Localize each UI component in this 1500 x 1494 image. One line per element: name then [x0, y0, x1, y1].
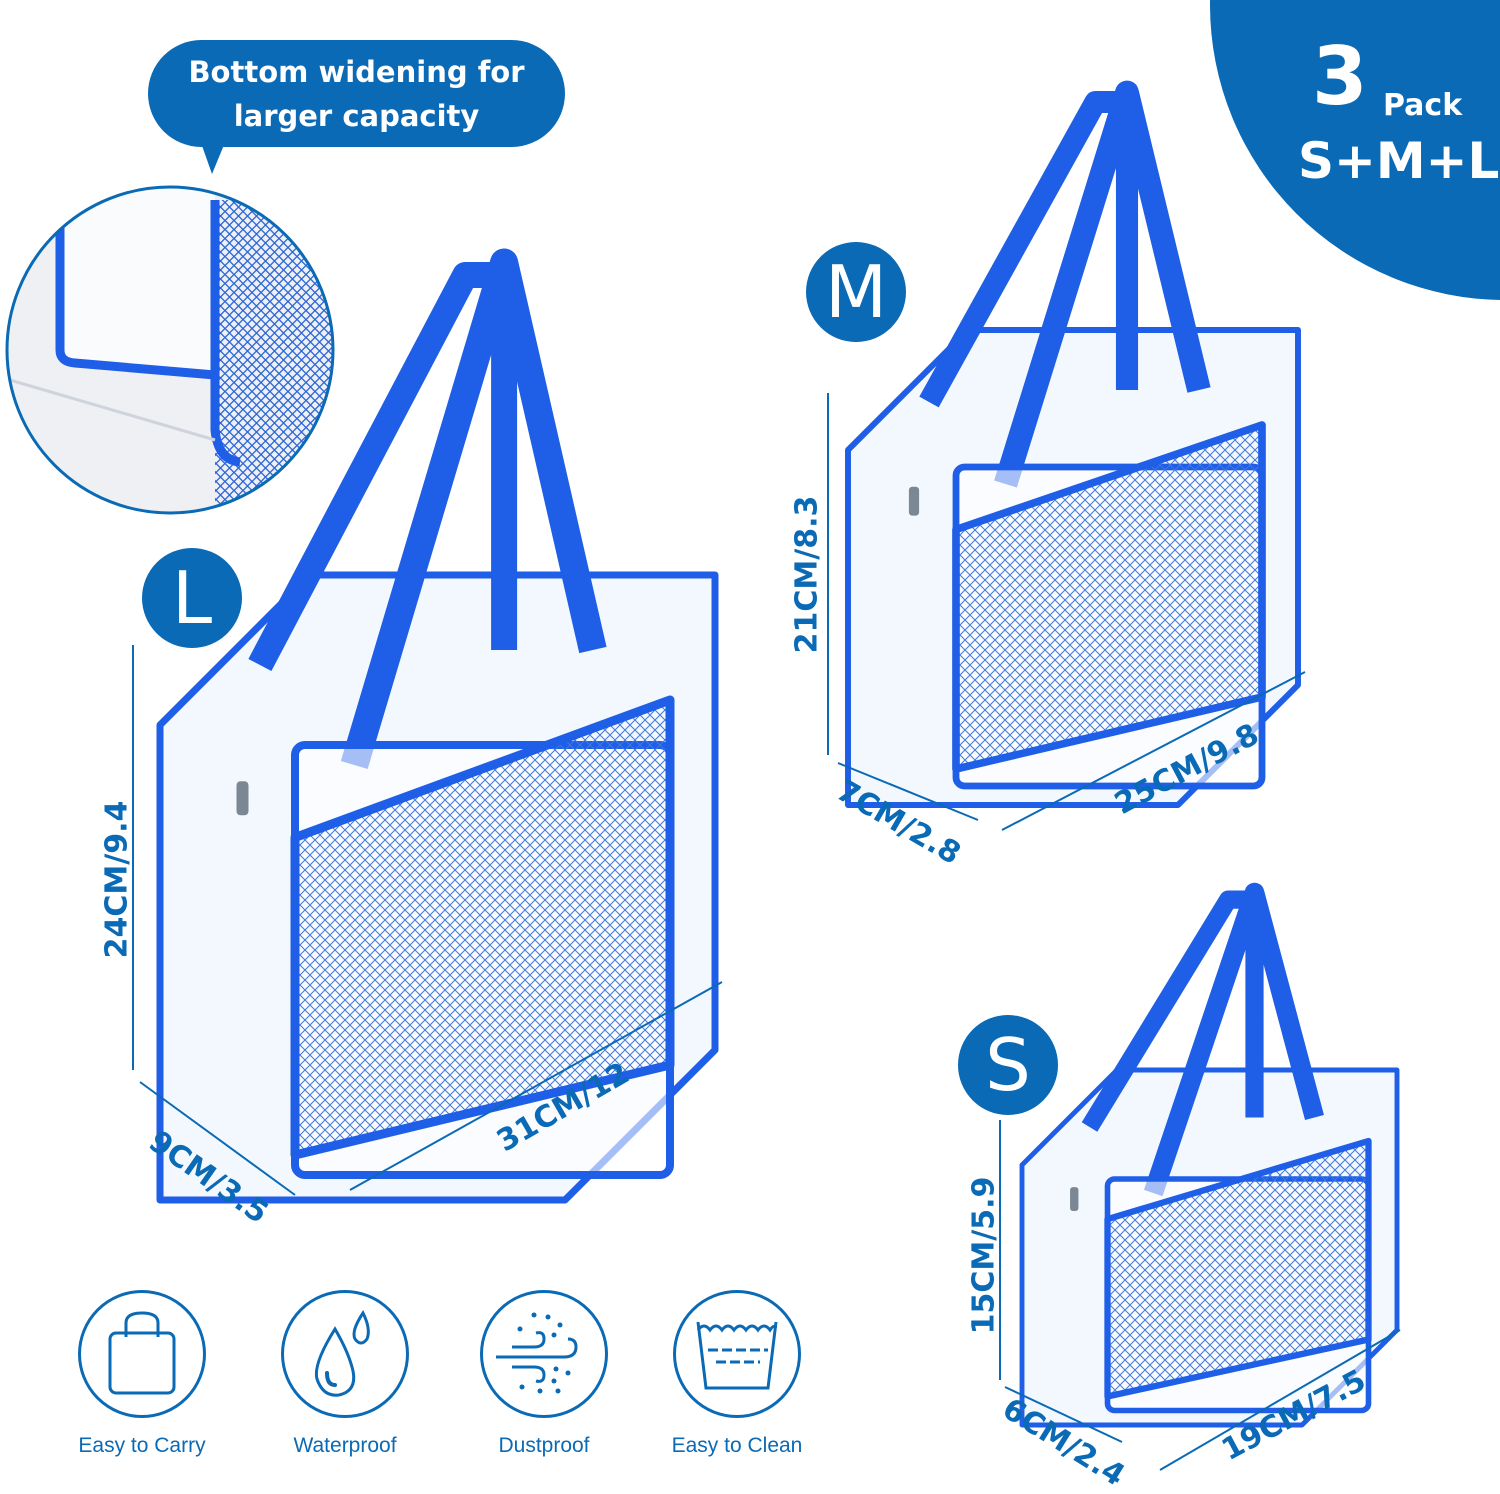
- medium-bag-mesh-pocket: [952, 421, 1266, 773]
- feature-label: Easy to Clean: [671, 1434, 803, 1457]
- large-bag-handle-back: [248, 262, 518, 672]
- dimension-line: [1001, 671, 1306, 831]
- small-bag-mesh-pocket: [1104, 1137, 1372, 1400]
- medium-bag-handle-front: [994, 80, 1211, 488]
- dimension-line: [349, 981, 723, 1191]
- large-height-label: 24CM/9.4: [99, 800, 135, 959]
- small-bag-handle-back: [1081, 890, 1264, 1132]
- small-bag-handle-front: [1143, 882, 1324, 1197]
- callout-line2: larger capacity: [233, 99, 480, 133]
- pack-count: 3: [1312, 30, 1368, 123]
- dimension-line: [139, 1081, 296, 1196]
- size-badge-medium: M: [806, 242, 906, 342]
- dimension-line: [1159, 1329, 1401, 1471]
- small-height-label: 15CM/5.9: [966, 1176, 1002, 1335]
- large-bag-mesh-pocket: [290, 695, 675, 1160]
- small-bag-zipper-pull: [1070, 1187, 1079, 1211]
- callout-bubble: Bottom widening for larger capacity: [148, 40, 565, 147]
- callout-tail: [200, 140, 226, 174]
- feature-waterproof: Waterproof: [255, 1290, 435, 1458]
- washing-icon: [696, 1321, 778, 1390]
- dimension-line: [837, 762, 979, 821]
- callout-line1: Bottom widening for: [188, 55, 525, 89]
- dimension-line: [1004, 1386, 1123, 1443]
- medium-bag-zipper-pull: [908, 486, 920, 516]
- size-badge-small: S: [958, 1015, 1058, 1115]
- dust-wind-icon: [496, 1312, 578, 1394]
- medium-bag-handle-back: [919, 90, 1139, 408]
- large-bag-zipper-pull: [236, 781, 249, 816]
- pack-badge: [1210, 0, 1500, 300]
- medium-height-label: 21CM/8.3: [789, 495, 825, 654]
- feature-label: Waterproof: [293, 1434, 397, 1457]
- feature-easy-to-clean: Easy to Clean: [647, 1290, 827, 1458]
- feature-label: Dustproof: [498, 1434, 590, 1457]
- shopping-bag-icon: [108, 1311, 176, 1395]
- water-drop-icon: [314, 1310, 370, 1397]
- large-bag-handle-front: [340, 248, 607, 770]
- feature-dustproof: Dustproof: [454, 1290, 634, 1458]
- size-badge-large: L: [142, 548, 242, 648]
- feature-label: Easy to Carry: [78, 1434, 206, 1457]
- bottom-detail-image: [5, 185, 335, 515]
- pack-sizes: S+M+L: [1298, 132, 1500, 190]
- pack-unit: Pack: [1383, 88, 1463, 123]
- feature-easy-to-carry: Easy to Carry: [52, 1290, 232, 1458]
